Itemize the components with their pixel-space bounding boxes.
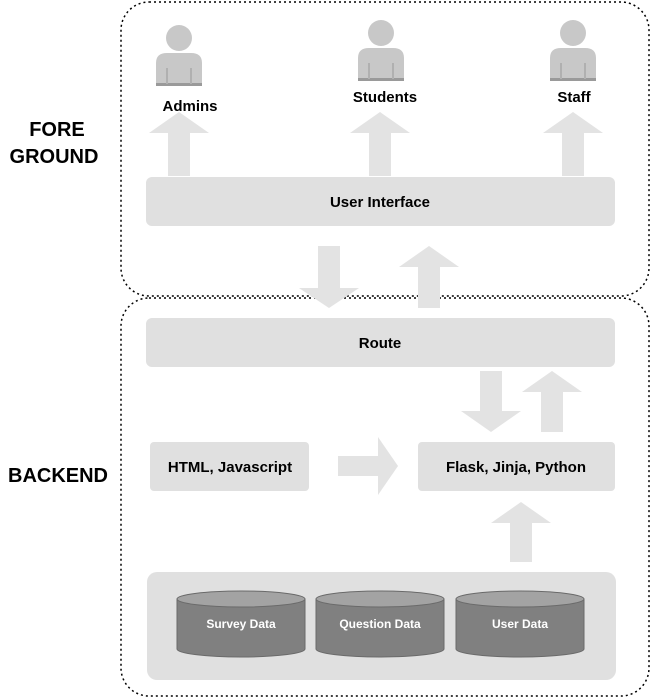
arrow-up-icon-data-to-flask	[491, 502, 551, 562]
user-data-label: User Data	[492, 617, 548, 631]
arrow-down-icon-route-to-flask	[461, 371, 521, 432]
label-students: Students	[353, 89, 417, 106]
user-icon-admins	[156, 25, 202, 86]
survey-data-label: Survey Data	[206, 617, 276, 631]
route-label: Route	[359, 335, 402, 352]
arrow-up-icon-ui-to-students	[350, 112, 410, 176]
arrow-down-icon-ui-to-route	[299, 246, 359, 308]
arrow-up-icon-ui-to-staff	[543, 112, 603, 176]
flask-jinja-python-box	[418, 442, 615, 491]
arrow-up-icon-ui-to-admins	[149, 112, 209, 176]
user-interface-label: User Interface	[330, 194, 430, 211]
database-icon-survey-data	[176, 590, 306, 658]
label-admins: Admins	[162, 98, 217, 115]
section-label-backend: BACKEND	[8, 465, 108, 487]
user-icon-staff	[550, 20, 596, 81]
database-icon-question-data	[315, 590, 445, 658]
section-label-ground: GROUND	[10, 146, 99, 168]
user-icon-students	[358, 20, 404, 81]
question-data-label: Question Data	[339, 617, 421, 631]
arrow-up-icon-route-to-ui	[399, 246, 459, 308]
arrow-up-icon-flask-to-route	[522, 371, 582, 432]
route-box	[146, 318, 615, 367]
section-label-fore: FORE	[29, 119, 85, 141]
flask-jinja-python-label: Flask, Jinja, Python	[446, 459, 586, 476]
arrow-right-icon-html-to-flask	[338, 437, 398, 495]
label-staff: Staff	[557, 89, 591, 106]
html-javascript-label: HTML, Javascript	[168, 459, 292, 476]
database-icon-user-data	[455, 590, 585, 658]
user-interface-box	[146, 177, 615, 226]
html-javascript-box	[150, 442, 309, 491]
